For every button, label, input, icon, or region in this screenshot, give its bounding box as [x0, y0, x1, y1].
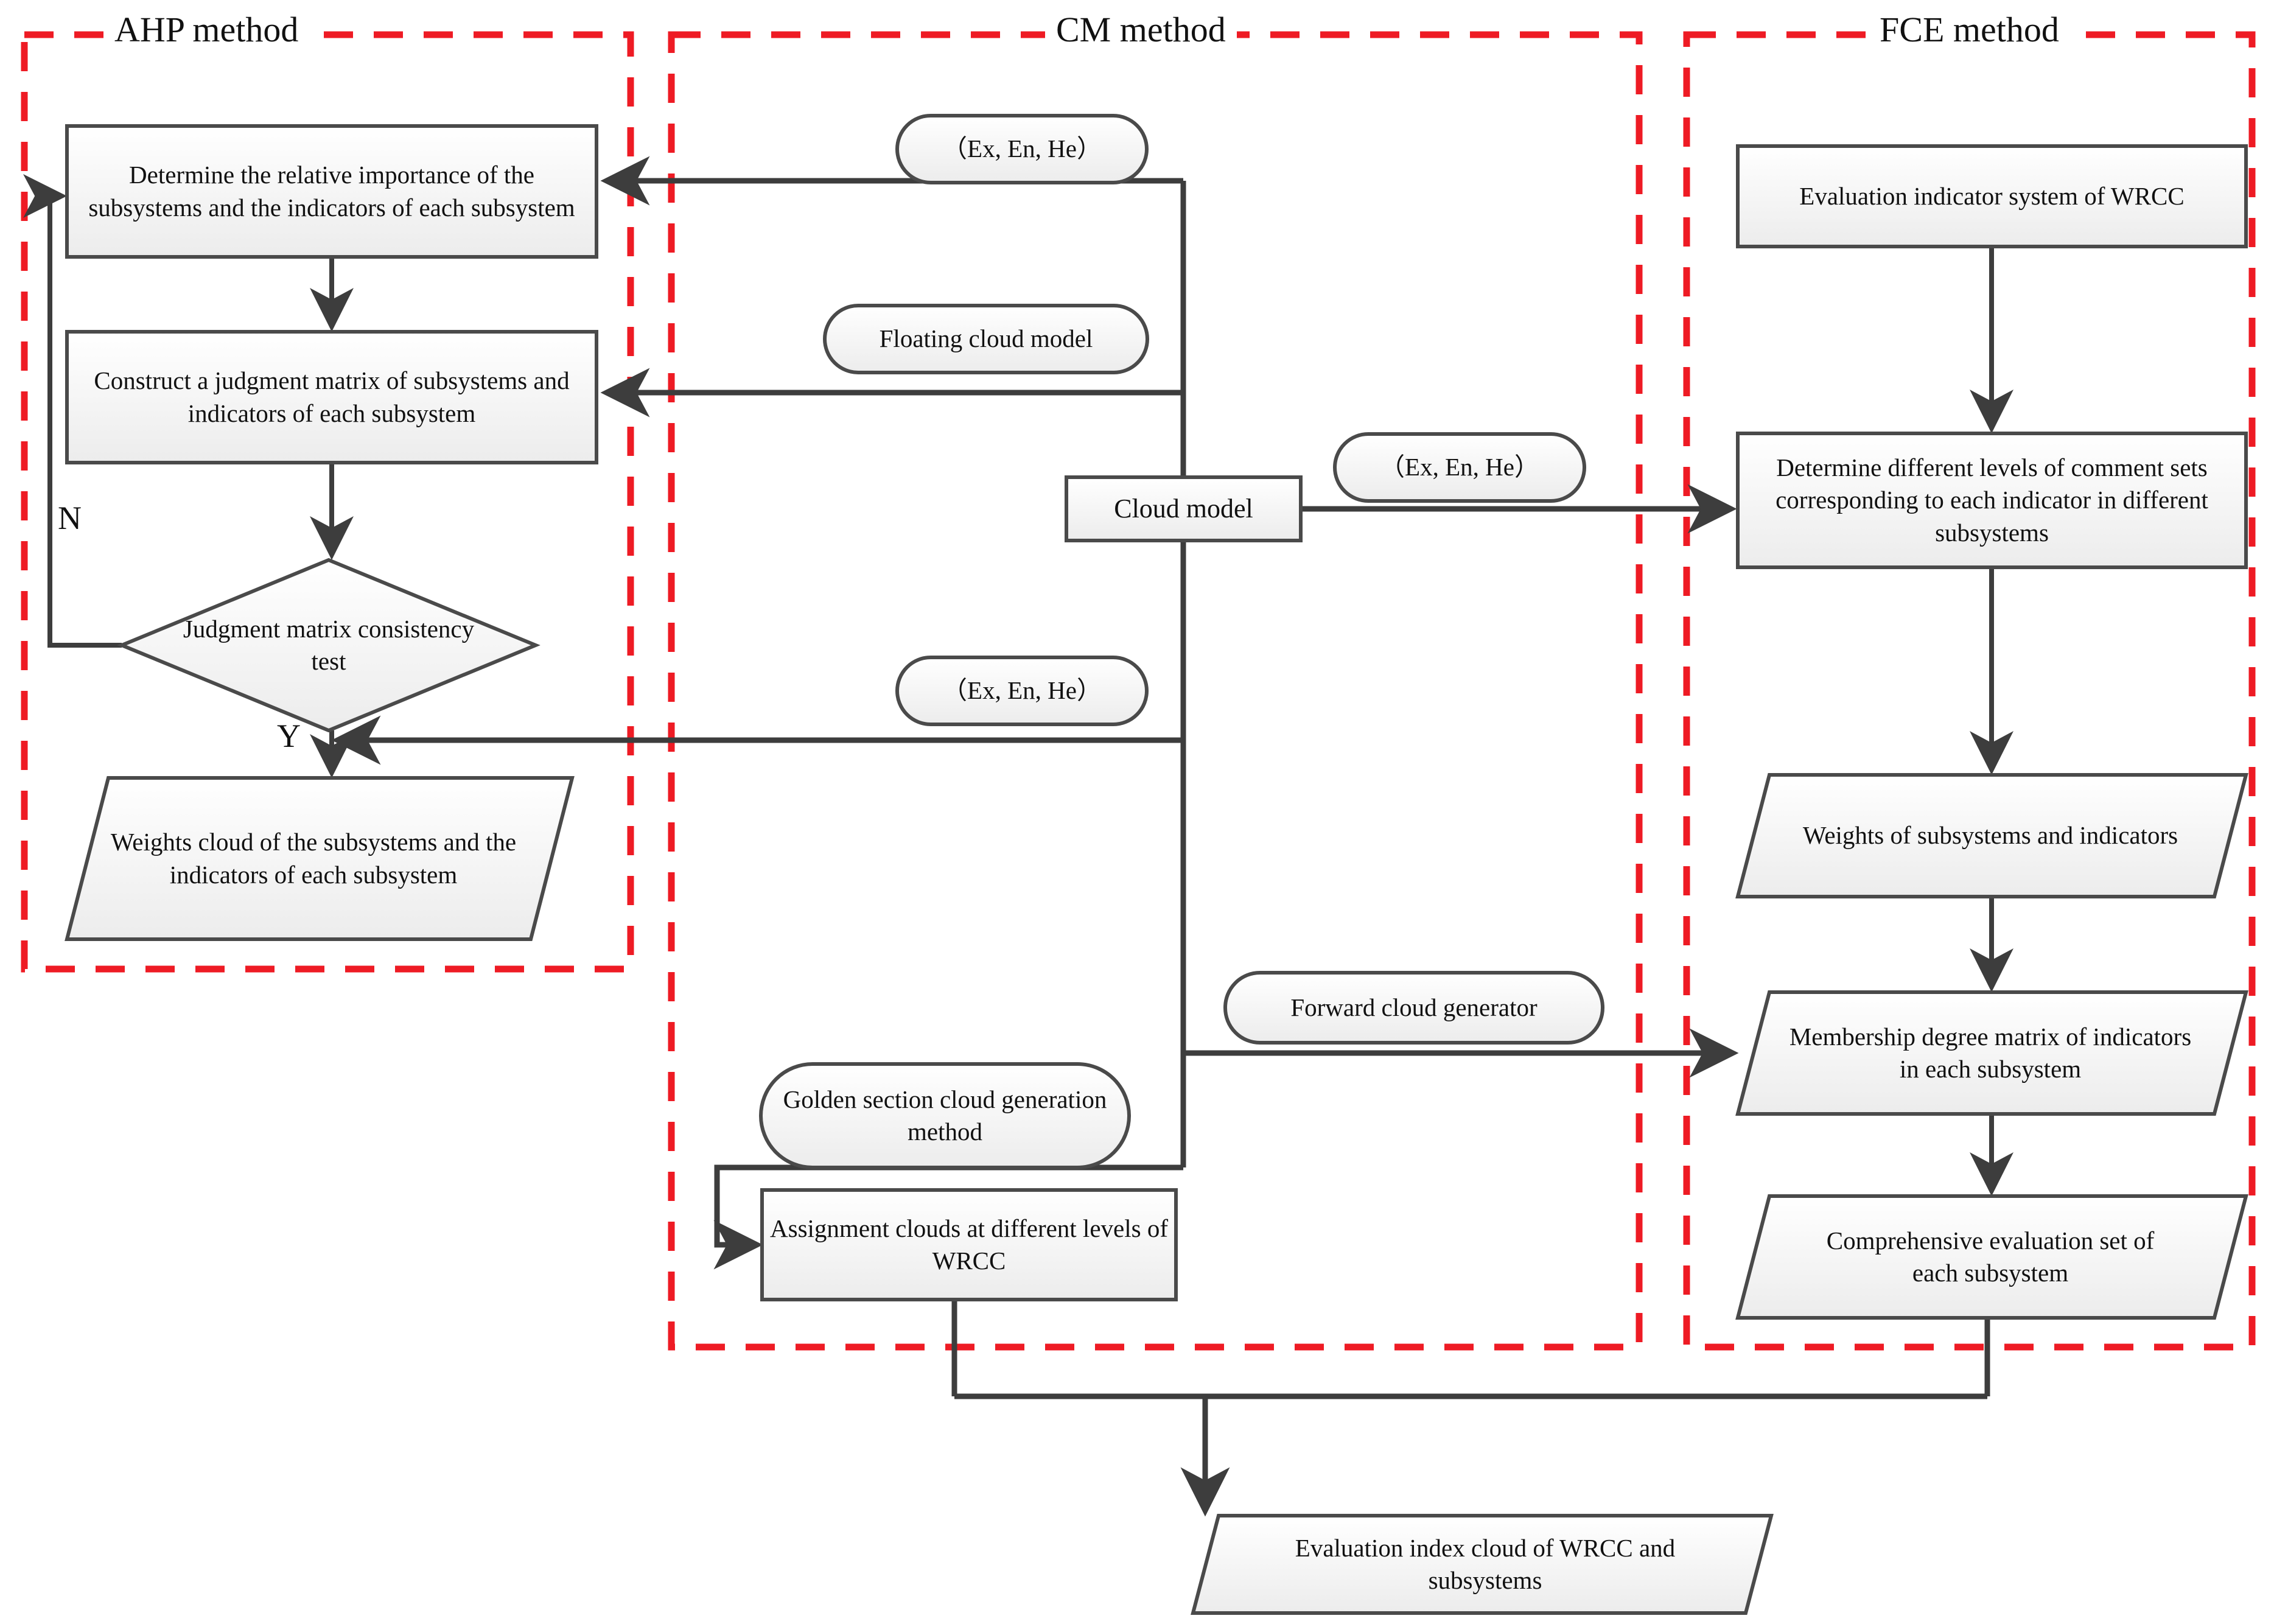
node-shape-cm-forward[interactable]: [1223, 971, 1604, 1045]
node-shape-cm-exhe-2[interactable]: [1333, 432, 1586, 503]
node-shape-ahp-1[interactable]: [65, 124, 598, 259]
group-frame-ahp: [21, 31, 634, 973]
group-title-cm: CM method: [1045, 12, 1237, 47]
node-shape-ahp-2[interactable]: [65, 330, 598, 464]
edge-decision-loop-no: [23, 174, 122, 648]
node-shape-fce-5[interactable]: [1735, 1194, 2248, 1320]
node-shape-cm-assign[interactable]: [760, 1188, 1178, 1301]
node-shape-cm-exhe-3[interactable]: [895, 656, 1149, 726]
node-shape-cm-floating[interactable]: [823, 304, 1149, 374]
group-frame-fce: [1683, 31, 2256, 1351]
group-title-fce: FCE method: [1869, 12, 2070, 47]
node-shapes: [65, 114, 2248, 1615]
edge-label-branch-no: N: [58, 500, 82, 536]
node-shape-cm-cloud-model[interactable]: [1065, 475, 1303, 542]
node-shape-final[interactable]: [1191, 1514, 1774, 1615]
group-frame-cm: [668, 31, 1643, 1351]
node-shape-cm-golden[interactable]: [759, 1062, 1131, 1169]
node-shape-ahp-3[interactable]: [117, 558, 541, 733]
node-shape-cm-exhe-1[interactable]: [895, 114, 1149, 184]
group-title-ahp: AHP method: [103, 12, 310, 47]
edge-label-branch-yes: Y: [277, 718, 301, 754]
node-shape-fce-3[interactable]: [1735, 773, 2248, 898]
node-shape-ahp-4[interactable]: [65, 776, 575, 941]
node-shape-fce-2[interactable]: [1736, 432, 2248, 569]
node-shape-fce-4[interactable]: [1735, 990, 2248, 1116]
group-frames: [21, 31, 2256, 1351]
connectors-final: [951, 1300, 1990, 1517]
node-shape-fce-1[interactable]: [1736, 144, 2248, 248]
